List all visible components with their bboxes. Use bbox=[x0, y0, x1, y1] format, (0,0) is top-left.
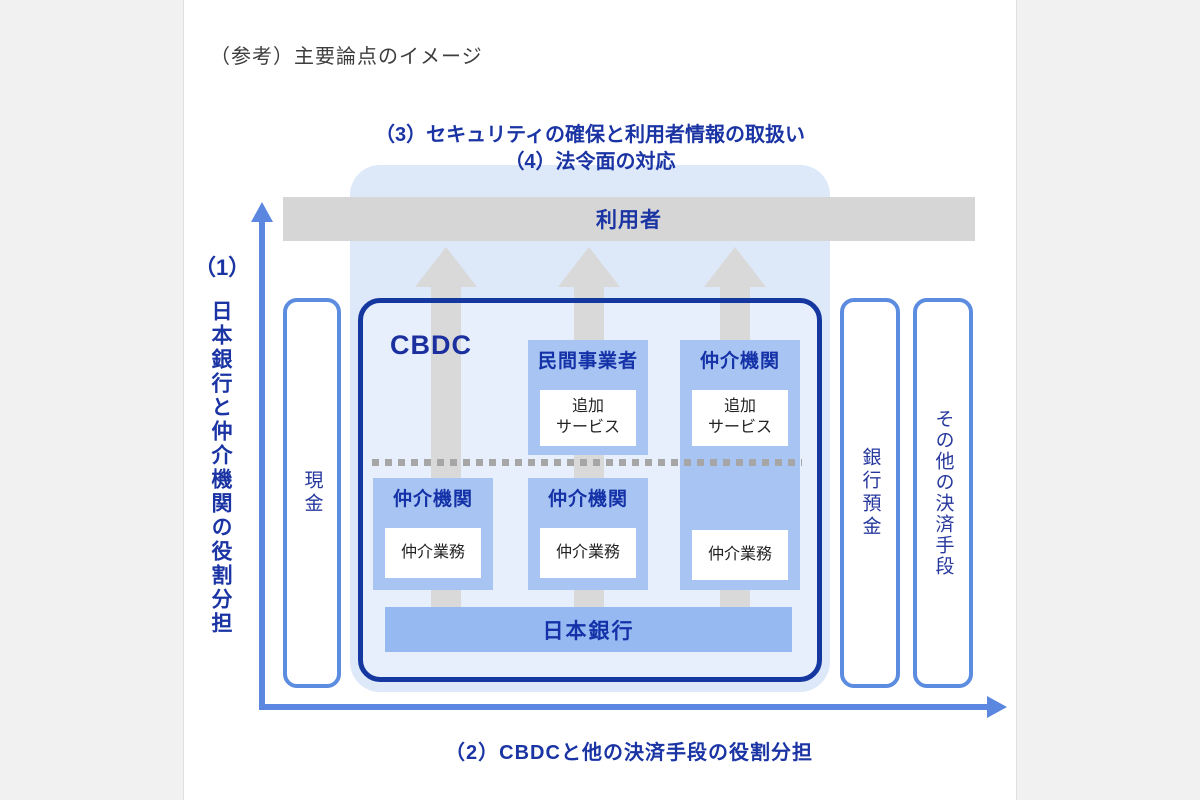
cbdc-label: CBDC bbox=[390, 330, 472, 360]
intermediary-left-box: 仲介機関 仲介業務 bbox=[373, 478, 493, 590]
intermediary-work-box-right: 仲介業務 bbox=[692, 530, 788, 580]
additional-service-right-line1: 追加 bbox=[723, 398, 756, 416]
users-bar: 利用者 bbox=[283, 197, 975, 241]
additional-service-line2: サービス bbox=[555, 419, 620, 436]
point1-label: （1） bbox=[194, 255, 251, 280]
cash-pill: 現金 bbox=[283, 298, 341, 688]
up-arrow-head-left bbox=[415, 247, 477, 287]
intermediary-work-box-mid: 仲介業務 bbox=[540, 528, 636, 578]
intermediary-mid-box: 仲介機関 仲介業務 bbox=[528, 478, 648, 590]
intermediary-mid-header: 仲介機関 bbox=[547, 489, 628, 510]
vertical-axis-line bbox=[259, 220, 265, 708]
page-title: （参考）主要論点のイメージ bbox=[210, 46, 483, 68]
intermediary-work-mid-label: 仲介業務 bbox=[555, 543, 620, 561]
bank-deposit-pill-label: 銀行預金 bbox=[859, 447, 881, 539]
vertical-axis-arrowhead-icon bbox=[251, 202, 273, 222]
cash-pill-label: 現金 bbox=[301, 470, 323, 516]
up-arrow-head-right bbox=[704, 247, 766, 287]
cbdc-box-border bbox=[358, 298, 822, 682]
additional-service-box-middle: 追加 サービス bbox=[540, 390, 636, 446]
bank-deposit-pill: 銀行預金 bbox=[840, 298, 900, 688]
intermediary-left-header: 仲介機関 bbox=[392, 489, 473, 510]
intermediary-work-box-left: 仲介業務 bbox=[385, 528, 481, 578]
other-payment-pill-label: その他の決済手段 bbox=[932, 409, 954, 577]
private-business-header: 民間事業者 bbox=[537, 351, 638, 372]
intermediary-right-header: 仲介機関 bbox=[699, 351, 780, 372]
heading-point4: （4）法令面の対応 bbox=[504, 151, 676, 173]
private-business-box: 民間事業者 追加 サービス bbox=[528, 340, 648, 455]
additional-service-right-line2: サービス bbox=[707, 419, 772, 436]
other-payment-pill: その他の決済手段 bbox=[913, 298, 973, 688]
horizontal-axis-arrowhead-icon bbox=[987, 696, 1007, 718]
boj-bar: 日本銀行 bbox=[385, 607, 792, 652]
left-axis-vertical-label: 日本銀行と仲介機関の役割分担 bbox=[209, 300, 232, 636]
heading-point3: （3）セキュリティの確保と利用者情報の取扱い bbox=[375, 124, 805, 146]
additional-service-box-right: 追加 サービス bbox=[692, 390, 788, 446]
tier-divider-dotted-line bbox=[372, 459, 802, 466]
additional-service-line1: 追加 bbox=[571, 398, 604, 416]
intermediary-work-left-label: 仲介業務 bbox=[400, 543, 465, 561]
point2-bottom-label: （2）CBDCと他の決済手段の役割分担 bbox=[445, 742, 813, 764]
intermediary-work-right-label: 仲介業務 bbox=[707, 545, 772, 563]
up-arrow-head-middle bbox=[558, 247, 620, 287]
horizontal-axis-line bbox=[259, 704, 989, 710]
